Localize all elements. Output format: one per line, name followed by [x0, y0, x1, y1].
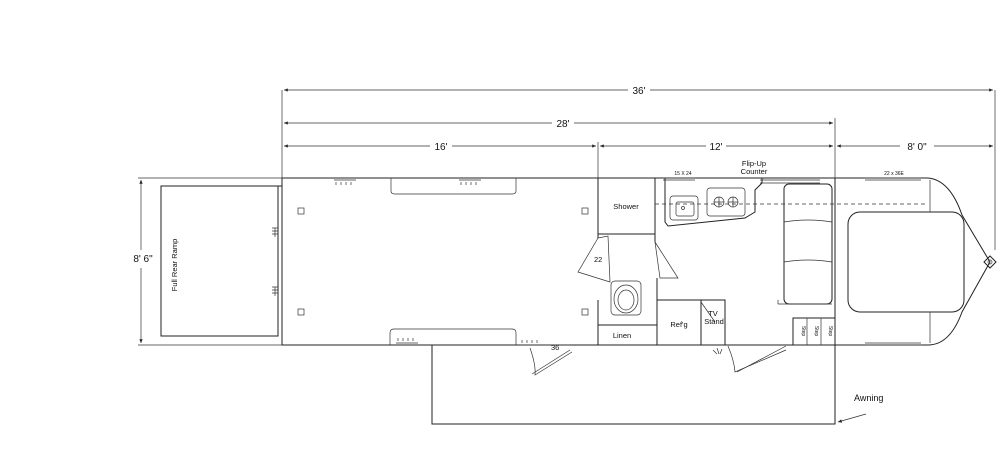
living-entry-door — [712, 345, 787, 373]
tie-down-rings — [297, 207, 589, 316]
toilet — [610, 280, 642, 316]
step-label-2: Step — [813, 326, 819, 337]
ramp-label: Full Rear Ramp — [170, 239, 179, 292]
tv-stand — [700, 299, 726, 346]
ramp-lights — [272, 227, 278, 296]
door-width-label: 36 — [551, 343, 559, 352]
flipup-counter-label-line2: Counter — [741, 167, 768, 176]
living-quarters-partition — [577, 178, 611, 345]
dimension-lines — [138, 88, 996, 346]
trailer-body — [281, 177, 997, 346]
width-dimension: 8' 6" — [133, 254, 153, 265]
living-length-dimension: 12' — [709, 142, 722, 153]
tv-stand-label-line1: TV — [708, 309, 718, 318]
shower-label: Shower — [613, 202, 639, 211]
tv-stand-label-line2: Stand — [704, 317, 724, 326]
front-window-size-label: 22 x 36E — [884, 171, 904, 177]
rear-length-dimension: 16' — [434, 142, 447, 153]
gooseneck-length-dimension: 8' 0" — [907, 142, 927, 153]
window-size-label: 15 X 24 — [674, 171, 691, 177]
gooseneck-bed — [834, 177, 965, 346]
rear-ramp — [160, 185, 282, 337]
step-label-1: Step — [800, 326, 806, 337]
linen-label: Linen — [613, 331, 631, 340]
awning-label: Awning — [854, 393, 883, 403]
step-label-3: Step — [827, 326, 833, 337]
flipup-counter-label-line1: Flip-Up — [742, 159, 766, 168]
side-entry-door — [520, 340, 573, 376]
bath-door-label: 22 — [594, 255, 602, 264]
bottom-window — [389, 328, 517, 345]
kitchen-counter — [655, 177, 928, 227]
sofa — [777, 183, 833, 305]
awning-outline — [431, 345, 867, 425]
top-windows — [334, 178, 517, 195]
shower — [598, 178, 679, 279]
overall-length-dimension: 36' — [632, 86, 645, 97]
box-length-dimension: 28' — [556, 119, 569, 130]
refrigerator-label: Ref'g — [670, 320, 687, 329]
